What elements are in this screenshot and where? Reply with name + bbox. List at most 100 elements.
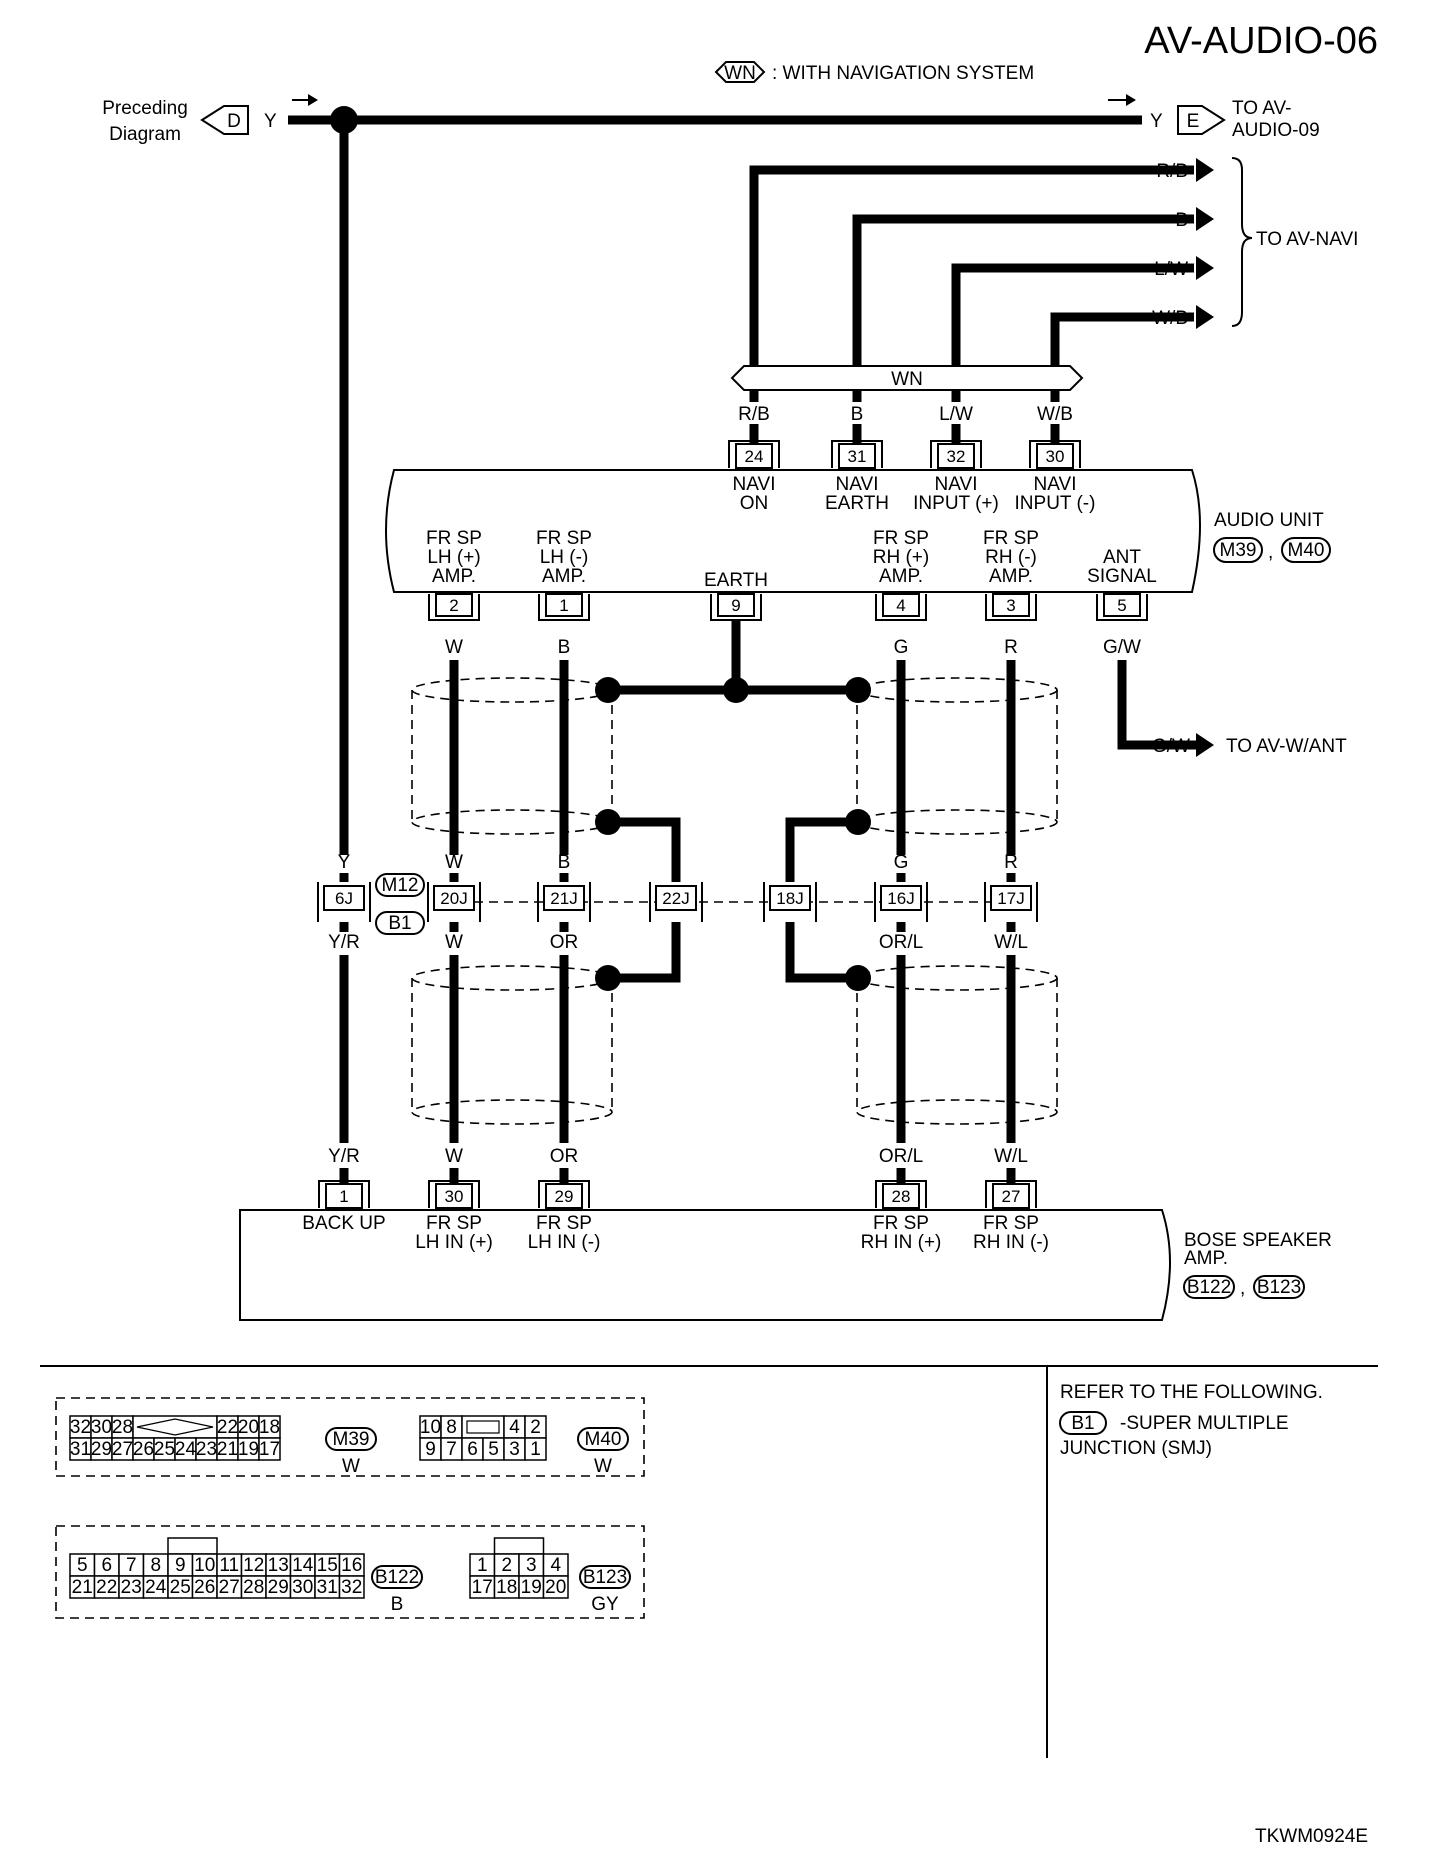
- pin-2: 2: [428, 593, 480, 621]
- m39-bottom-pin: 17: [259, 1439, 280, 1460]
- m40-bottom-pin: 9: [425, 1439, 436, 1460]
- wire-navi-rb: [749, 165, 1194, 376]
- pin-bose-28: 28: [875, 1180, 927, 1209]
- svg-text:5: 5: [1117, 596, 1126, 615]
- rh-plus-1: FR SP: [873, 528, 929, 549]
- pin-bose-27: 27: [985, 1180, 1037, 1209]
- b123-color: GY: [591, 1594, 619, 1615]
- b122-top-pin: 7: [126, 1555, 137, 1576]
- b123-bottom-pin: 18: [496, 1577, 517, 1598]
- navi-input-minus-1: NAVI: [1034, 474, 1077, 495]
- wire-y-left: Y: [264, 111, 277, 132]
- pin-6j: 6J: [317, 882, 371, 922]
- m39-bottom-pin: 23: [196, 1439, 217, 1460]
- flow-arrow-left: [292, 94, 318, 106]
- svg-text:1: 1: [559, 596, 568, 615]
- m40-bottom-pin: 7: [446, 1439, 457, 1460]
- b122-bottom-pin: 25: [170, 1577, 191, 1598]
- svg-text:B122: B122: [1187, 1277, 1231, 1298]
- junction-above-16j: G: [894, 852, 909, 873]
- m39-bottom-pin: 31: [70, 1439, 91, 1460]
- m39-bottom-pin: 25: [154, 1439, 175, 1460]
- preceding-label-2: Diagram: [109, 124, 181, 145]
- b122-bottom-pin: 31: [317, 1577, 338, 1598]
- top-wire-label-2: B: [851, 404, 864, 425]
- navi-on-1: NAVI: [733, 474, 776, 495]
- b122-bottom-pin: 30: [292, 1577, 313, 1598]
- top-wire-label-1: R/B: [738, 404, 770, 425]
- bose-name-2: AMP.: [1184, 1248, 1228, 1269]
- b122-bottom-pin: 23: [121, 1577, 142, 1598]
- svg-text:1: 1: [339, 1187, 348, 1206]
- b123-top-pin: 3: [526, 1555, 537, 1576]
- shield-lower-right: [856, 965, 1058, 1125]
- bose-wire-label-5: W/L: [994, 1146, 1028, 1167]
- navi-input-plus-1: NAVI: [935, 474, 978, 495]
- wire-label-r-top: R: [1004, 637, 1018, 658]
- connector-tag-b122: B122: [1183, 1275, 1235, 1299]
- pin-32: 32: [930, 440, 982, 469]
- m40-bottom-pin: 1: [530, 1439, 541, 1460]
- b122-bottom-pin: 21: [72, 1577, 93, 1598]
- b122-top-pin: 15: [317, 1555, 338, 1576]
- wire-drain-22j-lower: [608, 946, 681, 983]
- wire-label-b-top: B: [558, 637, 571, 658]
- earth-label: EARTH: [704, 570, 768, 591]
- svg-text:M12: M12: [382, 875, 419, 896]
- m40-bottom-pin: 6: [467, 1439, 478, 1460]
- to-av-audio-2: AUDIO-09: [1232, 120, 1320, 141]
- b122-top-pin: 6: [101, 1555, 112, 1576]
- junction-below-20j: W: [445, 932, 463, 953]
- bose-wire-label-3: OR: [550, 1146, 579, 1167]
- junction-above-6j: Y: [338, 852, 351, 873]
- svg-text:B123: B123: [1257, 1277, 1301, 1298]
- pin-4: 4: [875, 593, 927, 621]
- wire-navi-b: [852, 214, 1194, 376]
- b122-top-pin: 14: [292, 1555, 314, 1576]
- top-wire-label-3: L/W: [939, 404, 973, 425]
- lh-plus-3: AMP.: [432, 566, 476, 587]
- pin-24: 24: [728, 440, 780, 469]
- junction-below-21j: OR: [550, 932, 579, 953]
- svg-text:27: 27: [1002, 1187, 1021, 1206]
- connector-view-frame-1: [55, 1397, 645, 1477]
- to-av-audio-1: TO AV-: [1232, 98, 1292, 119]
- svg-text:3: 3: [1006, 596, 1015, 615]
- m40-bottom-pin: 3: [509, 1439, 520, 1460]
- bose-amp-box: [239, 1209, 1171, 1321]
- lh-minus-2: LH (-): [540, 547, 589, 568]
- svg-text:20J: 20J: [440, 889, 467, 908]
- svg-text:28: 28: [892, 1187, 911, 1206]
- wire-label-w-top: W: [445, 637, 463, 658]
- svg-text:32: 32: [947, 447, 966, 466]
- m40-id: M40: [585, 1429, 622, 1450]
- wire-ant: [1117, 660, 1196, 750]
- b122-top-pin: 16: [341, 1555, 362, 1576]
- shield-lower-left: [411, 965, 613, 1125]
- pin-16j: 16J: [874, 882, 928, 922]
- pin-9: 9: [710, 593, 762, 621]
- wn-legend: WN : WITH NAVIGATION SYSTEM: [714, 61, 1034, 84]
- navi-input-plus-2: INPUT (+): [913, 493, 999, 514]
- m40-top-pin: 10: [420, 1417, 441, 1438]
- lh-minus-1: FR SP: [536, 528, 592, 549]
- svg-text:M39: M39: [1220, 540, 1257, 561]
- b123-top-pin: 2: [501, 1555, 512, 1576]
- navi-input-minus-2: INPUT (-): [1015, 493, 1096, 514]
- svg-text:6J: 6J: [335, 889, 353, 908]
- pin-bose-30: 30: [428, 1180, 480, 1209]
- ant-signal-2: SIGNAL: [1087, 566, 1157, 587]
- audio-unit-name: AUDIO UNIT: [1214, 510, 1324, 531]
- m39-top-pin: 30: [91, 1417, 112, 1438]
- bose-lh-minus-2: LH IN (-): [528, 1232, 601, 1253]
- navi-wire-label-4: W/B: [1152, 308, 1188, 329]
- svg-text:16J: 16J: [887, 889, 914, 908]
- rh-minus-3: AMP.: [989, 566, 1033, 587]
- bose-wire-label-2: W: [445, 1146, 463, 1167]
- b123-id: B123: [583, 1567, 627, 1588]
- b122-id: B122: [375, 1567, 419, 1588]
- m39-bottom-pin: 21: [217, 1439, 238, 1460]
- m39-id: M39: [333, 1429, 370, 1450]
